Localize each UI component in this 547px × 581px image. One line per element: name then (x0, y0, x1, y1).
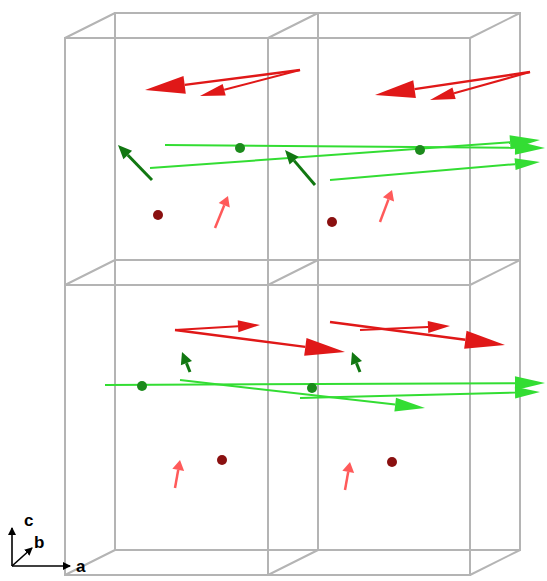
spin-shaft (294, 161, 315, 185)
spin-shaft (360, 327, 428, 330)
spin-shaft (215, 205, 224, 228)
spin-head (219, 196, 230, 208)
spin-shaft (175, 470, 178, 488)
spin-head (342, 462, 354, 473)
atom-site (235, 143, 245, 153)
spin-head (510, 135, 540, 149)
spin-head (383, 190, 394, 201)
axis-label: c (24, 512, 33, 529)
atom-site (217, 455, 227, 465)
spin-head (200, 84, 226, 96)
atom-site (415, 145, 425, 155)
atom-site (387, 457, 397, 467)
spin-shaft (454, 72, 530, 93)
spin-shaft (175, 326, 238, 330)
unit-cell-frame (65, 13, 520, 575)
spin-head (394, 398, 425, 412)
atom-site (307, 383, 317, 393)
spin-head (375, 80, 416, 98)
spin-head (172, 460, 184, 471)
spin-head (515, 387, 540, 399)
spin-shaft (186, 363, 190, 372)
spin-head (118, 145, 132, 159)
spin-shaft (415, 72, 530, 89)
spin-head (145, 76, 186, 94)
spin-shaft (345, 472, 348, 490)
spin-head (515, 158, 540, 170)
spin-shaft (224, 70, 300, 90)
axis-label: a (76, 558, 85, 575)
spin-shaft (300, 393, 515, 398)
spin-shaft (330, 164, 515, 180)
spin-shaft (356, 363, 360, 372)
spin-shaft (180, 380, 395, 405)
spin-shaft (380, 199, 388, 222)
atom-site (153, 210, 163, 220)
spin-shaft (185, 70, 300, 85)
spin-head (238, 320, 260, 332)
spin-shaft (175, 330, 305, 347)
spin-head (351, 352, 362, 365)
spin-shaft (128, 155, 152, 180)
spin-shaft (150, 142, 510, 168)
axis-label: b (34, 534, 44, 551)
spin-head (430, 87, 456, 100)
axis-arrows (12, 528, 70, 566)
spin-arrows (105, 70, 545, 490)
spin-head (285, 150, 299, 165)
spin-head (428, 321, 450, 333)
atom-site (137, 381, 147, 391)
atom-site (327, 217, 337, 227)
spin-head (464, 331, 505, 349)
spin-head (181, 352, 192, 365)
spin-shaft (330, 322, 465, 340)
spin-head (304, 338, 345, 356)
